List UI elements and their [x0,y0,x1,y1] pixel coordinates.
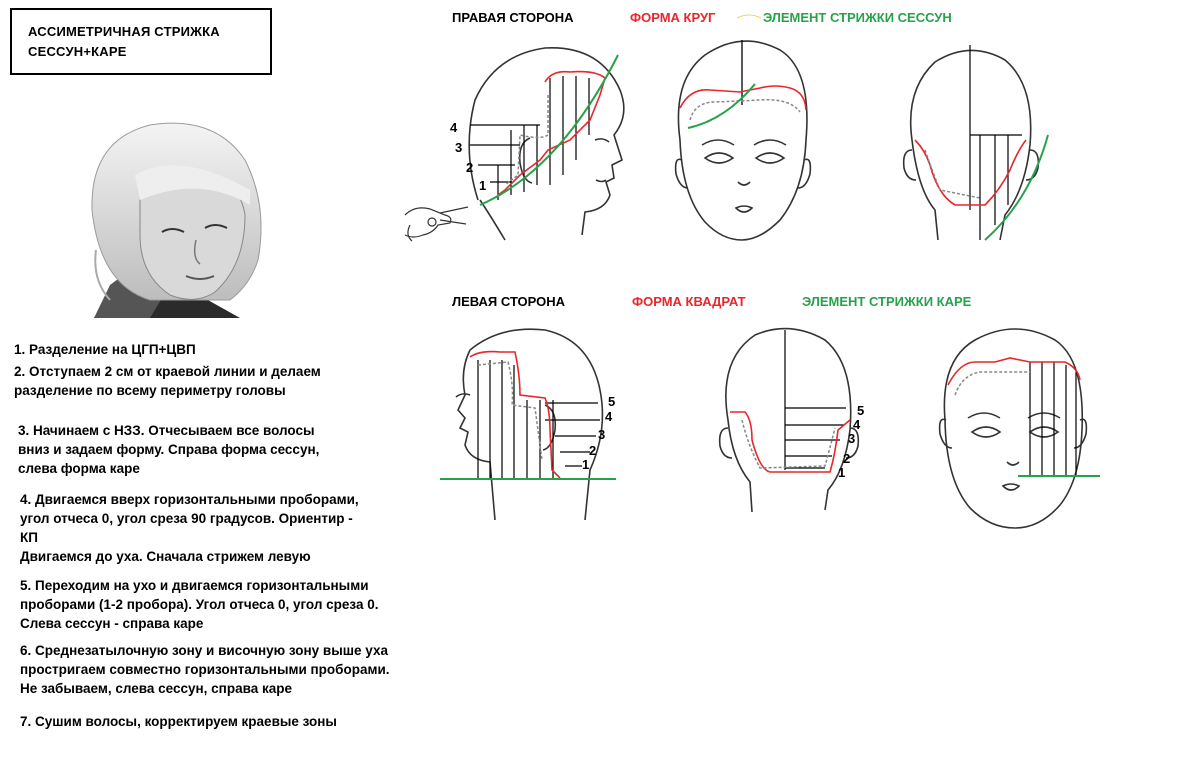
right-back-sections [969,45,1022,240]
right-front-form-line [679,85,807,111]
step-1: 1. Разделение на ЦГП+ЦВП [14,340,196,359]
step-4-line: 4. Двигаемся вверх горизонтальными пробо… [20,492,359,507]
left-profile-num-4: 4 [605,409,613,424]
step-6-line: Не забываем, слева сессун, справа каре [20,681,292,696]
step-4-line: Двигаемся до уха. Сначала стрижем левую [20,549,311,564]
step-1-line: 1. Разделение на ЦГП+ЦВП [14,342,196,357]
right-back-element-line [984,134,1049,241]
step-3-line: вниз и задаем форму. Справа форма сессун… [18,442,320,457]
left-back-head [718,327,860,513]
step-6-line: 6. Среднезатылочную зону и височную зону… [20,643,388,658]
left-shape-label: ФОРМА КВАДРАТ [632,294,746,309]
right-profile-num-3: 3 [455,140,462,155]
right-shape-label: ФОРМА КРУГ [630,10,716,25]
left-profile-num-3: 3 [598,427,605,442]
title-box: АССИМЕТРИЧНАЯ СТРИЖКА СЕССУН+КАРЕ [10,8,272,75]
step-3-line: 3. Начинаем с НЗЗ. Отчесываем все волосы [18,423,315,438]
step-7-line: 7. Сушим волосы, корректируем краевые зо… [20,714,337,729]
right-back-head [902,49,1040,241]
step-3-line: слева форма каре [18,461,140,476]
right-element-label: ЭЛЕМЕНТ СТРИЖКИ СЕССУН [763,10,952,25]
step-2-line: 2. Отступаем 2 см от краевой линии и дел… [14,364,321,379]
title-line-2: СЕССУН+КАРЕ [28,44,127,59]
left-back-form-line [730,411,851,473]
title-line-1: АССИМЕТРИЧНАЯ СТРИЖКА [28,24,220,39]
step-4-line: КП [20,530,38,545]
left-front-form-line [947,357,1081,386]
left-profile-num-2: 2 [589,443,596,458]
right-side-label: ПРАВАЯ СТОРОНА [452,10,574,25]
left-profile-form-line [469,350,561,479]
left-back-num-3: 3 [848,431,855,446]
right-profile-num-1: 1 [479,178,486,193]
step-5-line: 5. Переходим на ухо и двигаемся горизонт… [20,578,369,593]
left-back-sections [784,330,846,470]
portrait-photo [91,122,262,318]
step-3: 3. Начинаем с НЗЗ. Отчесываем все волосы… [18,421,319,478]
left-profile-head [455,328,604,521]
left-side-label: ЛЕВАЯ СТОРОНА [452,294,566,309]
hand-scissors-icon [404,206,469,242]
left-profile-sections [477,360,600,478]
right-front-head [674,40,812,241]
step-2: 2. Отступаем 2 см от краевой линии и дел… [14,362,321,400]
step-5-line: Слева сессун - справа каре [20,616,204,631]
left-front-sections [1029,362,1077,475]
left-back-num-5: 5 [857,403,864,418]
left-front-head [938,328,1088,529]
right-profile-form-line [497,70,606,196]
left-element-label: ЭЛЕМЕНТ СТРИЖКИ КАРЕ [802,294,972,309]
step-7: 7. Сушим волосы, корректируем краевые зо… [20,712,337,731]
step-6-line: простригаем совместно горизонтальными пр… [20,662,390,677]
connector-line [736,14,762,19]
left-back-num-2: 2 [843,451,850,466]
step-2-line: разделение по всему периметру головы [14,383,286,398]
step-4: 4. Двигаемся вверх горизонтальными пробо… [20,490,359,566]
right-profile-head [468,47,625,241]
left-back-num-1: 1 [838,465,845,480]
right-profile-element-line [479,54,619,206]
step-6: 6. Среднезатылочную зону и височную зону… [20,641,390,698]
step-4-line: угол отчеса 0, угол среза 90 градусов. О… [20,511,353,526]
step-5-line: проборами (1-2 пробора). Угол отчеса 0, … [20,597,379,612]
right-profile-num-4: 4 [450,120,458,135]
right-profile-num-2: 2 [466,160,473,175]
left-profile-num-5: 5 [608,394,615,409]
step-5: 5. Переходим на ухо и двигаемся горизонт… [20,576,378,633]
left-back-num-4: 4 [853,417,861,432]
left-profile-num-1: 1 [582,457,589,472]
right-front-element-line [687,83,756,129]
